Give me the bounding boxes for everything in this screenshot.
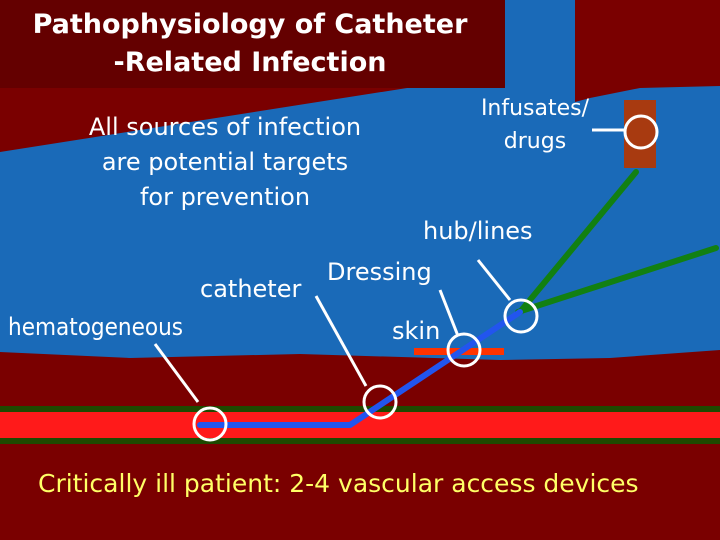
vessel-edge-bottom (0, 438, 720, 444)
slide-title: Pathophysiology of Catheter -Related Inf… (10, 6, 490, 82)
tissue-panel (0, 0, 720, 360)
skin-circle (446, 332, 482, 368)
callout-catheter (314, 295, 368, 387)
intro-line-3: for prevention (139, 183, 311, 211)
catheter-label: catheter (200, 275, 302, 303)
intro-text: All sources of infection are potential t… (40, 110, 410, 215)
infusates-line-2: drugs (503, 129, 567, 154)
callout-dressing (438, 289, 460, 337)
iv-line-secondary (515, 245, 719, 315)
infusates-line-1: Infusates/ (480, 96, 590, 121)
hematogeneous-circle (192, 406, 228, 442)
hematogeneous-label: hematogeneous (8, 313, 184, 341)
callout-hub (476, 259, 512, 301)
iv-line-main (517, 169, 639, 315)
title-line-2: -Related Infection (113, 47, 387, 78)
title-line-1: Pathophysiology of Catheter (32, 9, 468, 40)
dressing-label: Dressing (327, 258, 432, 286)
hub-lines-label: hub/lines (423, 217, 533, 245)
catheter-line (197, 309, 523, 428)
title-box (0, 0, 505, 88)
vessel-edge-top (0, 406, 720, 412)
intro-line-1: All sources of infection (88, 113, 362, 141)
infusates-label: Infusates/ drugs (455, 92, 615, 158)
skin-label: skin (392, 317, 441, 345)
infusates-circle (623, 114, 659, 150)
footer-caption: Critically ill patient: 2-4 vascular acc… (38, 469, 639, 498)
intro-line-2: are potential targets (101, 148, 349, 176)
hub-circle (503, 298, 539, 334)
catheter-circle (362, 384, 398, 420)
callout-hematogeneous (153, 343, 200, 403)
infusion-bag (624, 100, 656, 168)
